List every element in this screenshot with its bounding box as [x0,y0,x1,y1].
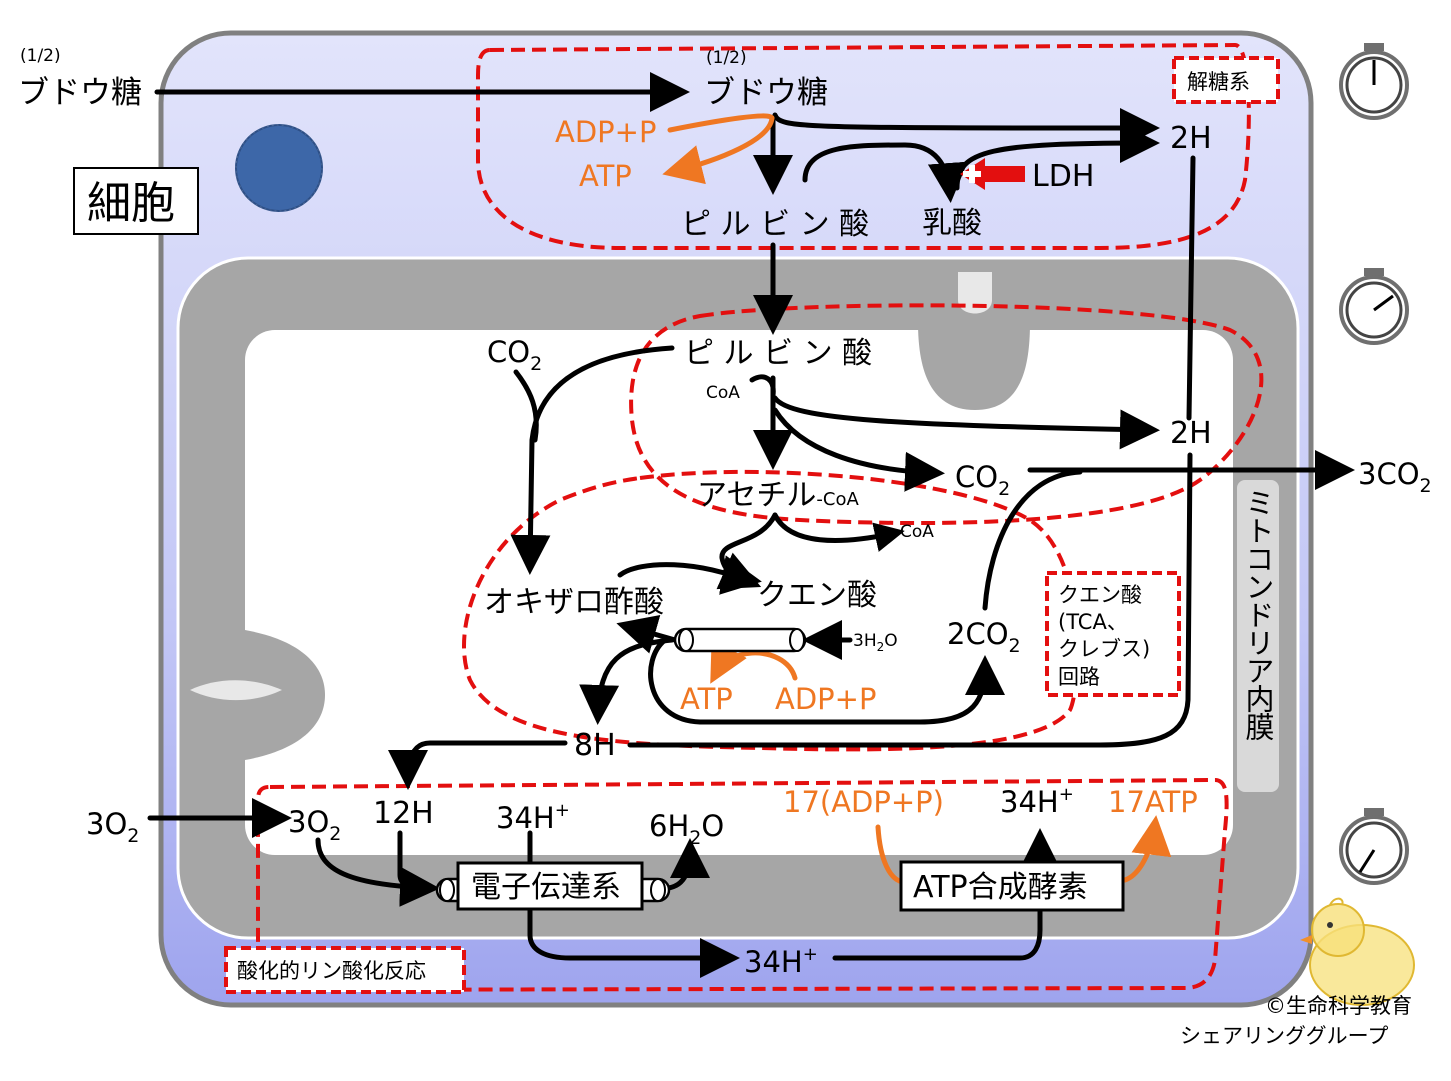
chick-icon [1300,897,1415,1006]
arrow-glucose-2h [772,107,1160,148]
glycolysis-atp-label: ATP [579,159,632,193]
hplus-34c-label: 34H+ [744,944,818,979]
adp17-label: 17(ADP+P) [783,785,944,819]
tca-atp-label: ATP [680,682,733,716]
co2-left-label: CO2 [487,335,542,375]
h2-mid-label: 2H [1170,416,1212,451]
etc-box [456,861,644,911]
line-2h-mid-down [627,452,1193,748]
credit-line2: シェアリンググループ [1180,1024,1388,1048]
tca-carrier-tube [673,627,807,653]
coa-out-label: CoA [900,522,934,542]
tca-label-line3: クレブス) [1058,637,1150,661]
cell-label-box [73,167,199,235]
ldh-label: LDH [1032,159,1094,194]
arrow-pyruvate-2h [772,395,1160,450]
pyruvate-oxidation-region [629,303,1264,526]
glycolysis-label-box [1172,56,1280,104]
water-label: 6H2O [649,809,724,849]
line-2co2-up [982,469,1083,611]
glycolysis-label: 解糖系 [1187,70,1250,94]
arrow-2h-to-ldh [954,123,1160,191]
lactate-label: 乳酸 [922,206,982,241]
arrow-cycle-8h [579,637,675,725]
arrow-adp17 [875,824,906,885]
arrow-acetylcoa-coa [772,512,905,552]
arrow-coa-in [749,374,776,398]
arrow-atp17 [1122,815,1172,883]
o2-inside-label: 3O2 [288,805,341,845]
arrow-pyruvate-co2 [772,407,945,492]
arrow-glycolysis-adp [667,113,775,133]
h2o-in-label: 3H2O [853,631,898,654]
co2-mid-label: CO2 [955,460,1010,500]
etc-label: 電子伝達系 [471,870,621,905]
stopwatch-icon [1339,43,1409,120]
atp-synthase-label: ATP合成酵素 [913,870,1088,905]
arrow-etc-water [665,838,710,891]
glycolysis-adp-label: ADP+P [555,115,656,149]
stopwatch-icon [1339,268,1409,345]
h8-label: 8H [574,728,616,763]
arrow-cycle-2co2 [648,637,1005,725]
glucose-inside-label: ブドウ糖 [704,75,828,111]
crista-top [918,322,1030,410]
co2-cycle-label: 2CO2 [947,617,1021,657]
arrow-8h-12h [388,740,568,790]
oxphos-label: 酸化的リン酸化反応 [237,959,426,983]
oxphos-label-box [224,946,466,994]
h12-label: 12H [373,796,434,831]
cell-label: 細胞 [87,178,175,229]
glucose-outside-fraction: (1/2) [20,46,61,66]
glycolysis-region [476,42,1251,250]
co2-out-label: 3CO2 [1358,457,1432,497]
arrow-12h-etc [397,830,433,891]
tca-label-box [1045,571,1181,697]
acetyl-coa-label: アセチル-CoA [697,478,859,513]
arrow-etc-34h [527,907,740,978]
tca-adp-label: ADP+P [775,682,876,716]
line-34h-synthase [832,907,1043,961]
arrow-tca-atp [710,639,798,684]
tca-label-line2: (TCA、 [1058,610,1128,634]
pyruvate-mito-label: ピ ル ビ ン 酸 [684,336,872,371]
pyruvate-cytosol-label: ピ ル ビ ン 酸 [681,207,869,242]
line-2h-down [1186,155,1196,421]
nucleus-icon [235,124,323,212]
arrow-oxaloacetate-citrate [617,552,762,590]
membrane-label: ミトコンドリア内膜 [1241,488,1275,741]
h2-top-label: 2H [1170,121,1212,156]
oxidative-phosphorylation-region [256,777,1229,993]
citrate-label: クエン酸 [757,578,877,613]
glucose-outside-label: ブドウ糖 [18,75,142,111]
tca-label-line4: 回路 [1058,665,1100,689]
tca-cycle-region [462,469,1080,752]
arrow-lactate-loop [802,142,968,203]
o2-outside-label: 3O2 [86,807,139,847]
atp-synthase-box [899,860,1125,912]
glucose-inside-fraction: (1/2) [706,48,747,68]
ldh-activation-arrow [960,158,1025,190]
tca-label-line1: クエン酸 [1058,583,1142,607]
line-co2-left [513,369,539,443]
hplus-34a-label: 34H+ [496,800,570,835]
oxaloacetate-label: オキザロ酢酸 [484,585,664,620]
arrow-cycle-oxaloacetate [616,615,678,654]
hplus-34b-label: 34H+ [1000,784,1074,819]
arrow-glycolysis-atp [662,115,775,185]
crista-left [245,630,325,760]
membrane-label-box [1237,480,1279,792]
credit-line1: ©生命科学教育 [1265,994,1412,1018]
atp17-label: 17ATP [1108,785,1198,819]
stopwatch-icon [1339,808,1409,885]
coa-in-label: CoA [706,383,740,403]
